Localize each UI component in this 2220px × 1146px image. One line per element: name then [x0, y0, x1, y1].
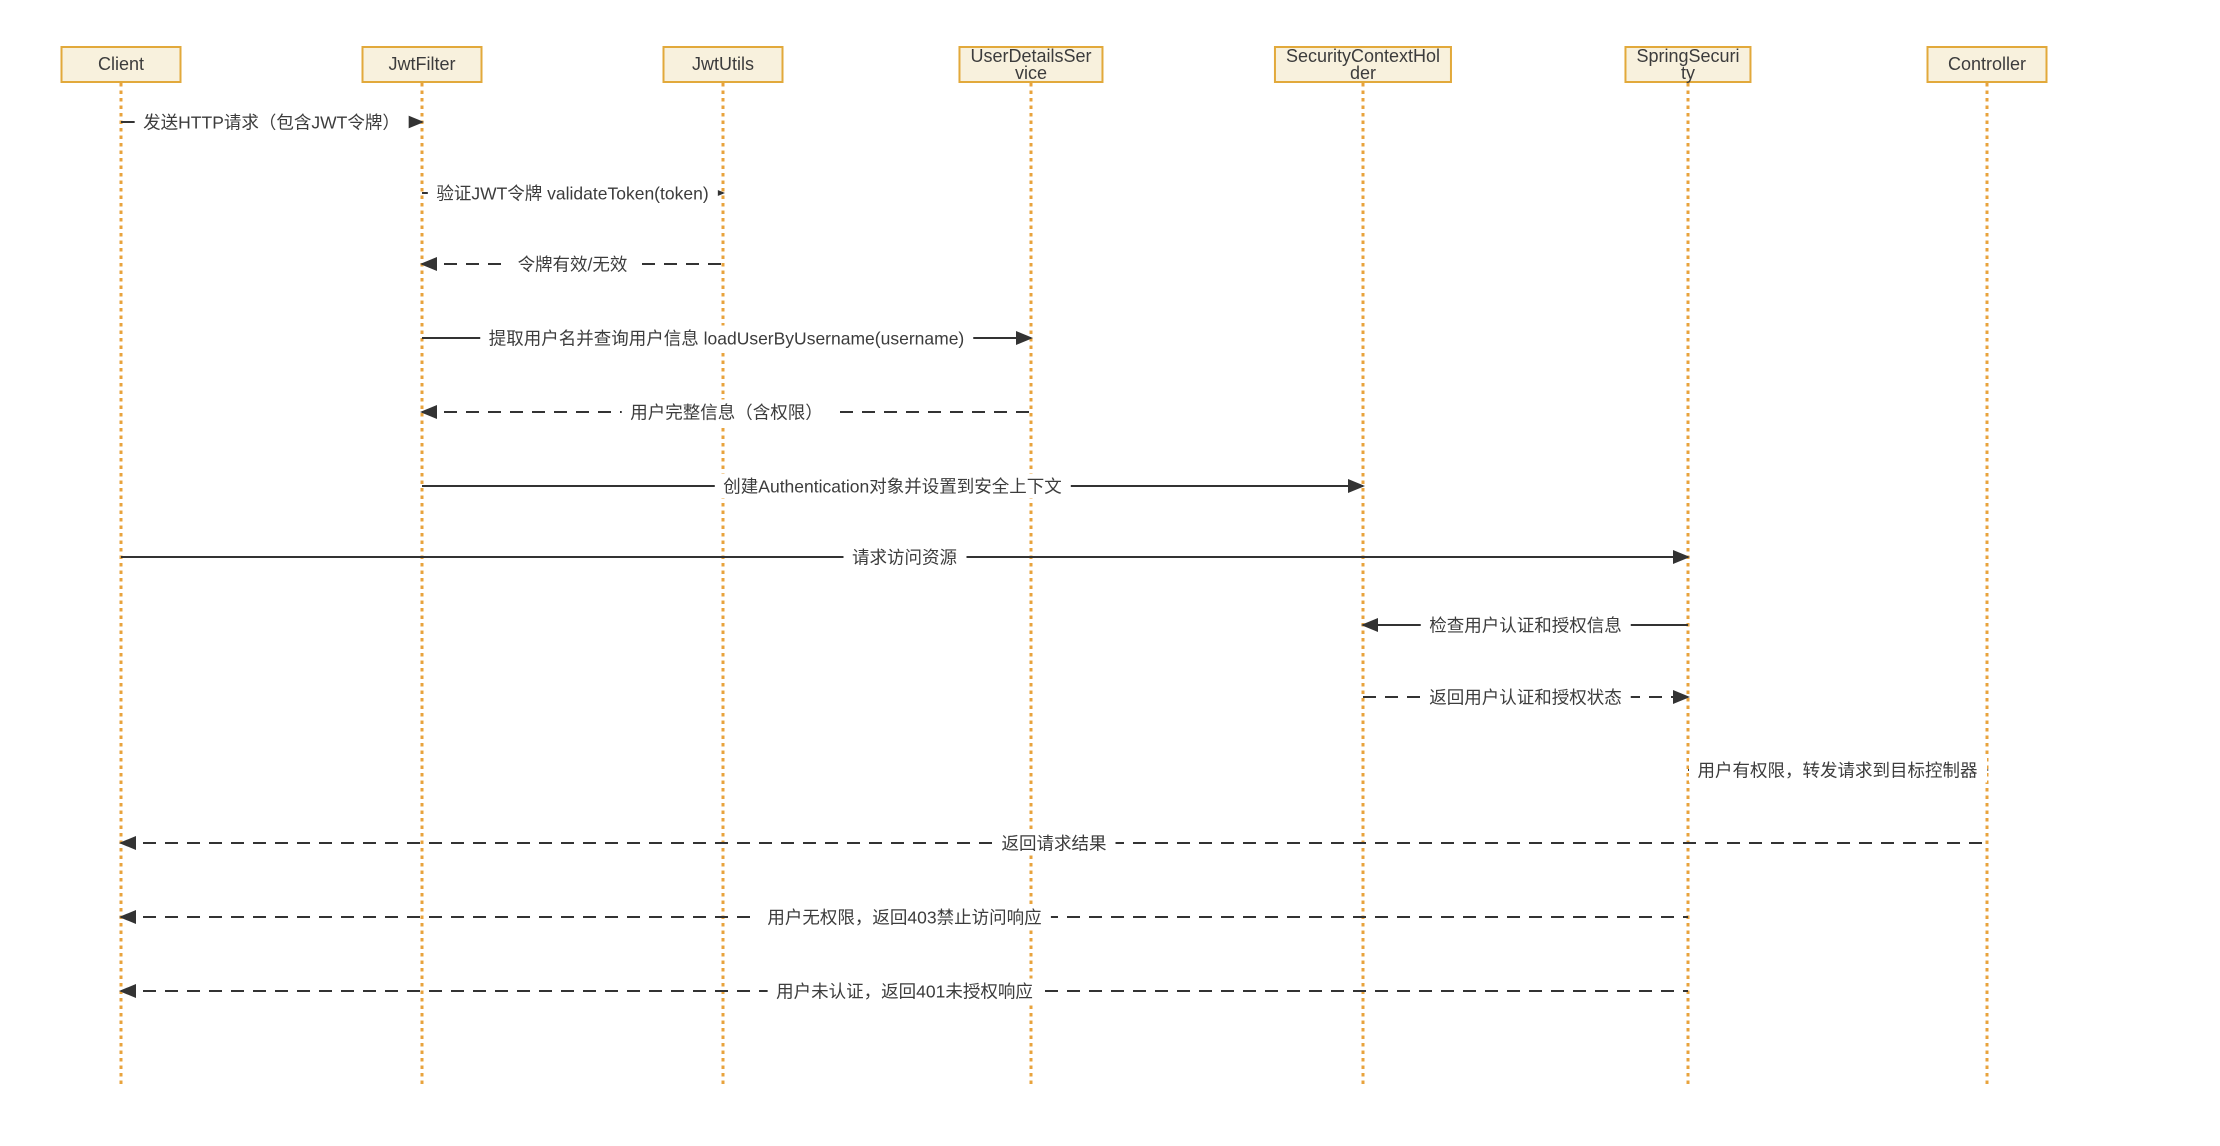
lifeline-user-details-service: [1029, 83, 1033, 1086]
participant-label: Client: [97, 54, 145, 74]
arrow-head-left: [119, 836, 136, 850]
participant-label: SecurityContextHol der: [1285, 45, 1441, 83]
arrow-head-left: [119, 984, 136, 998]
arrow-head-left: [420, 257, 437, 271]
arrow-head-right: [407, 115, 424, 129]
participant-controller: Controller: [1926, 46, 2048, 83]
lifeline-client: [119, 83, 123, 1086]
message-label: 用户完整信息（含权限）: [621, 399, 832, 425]
message-label: 返回请求结果: [992, 830, 1116, 856]
message-label: 用户有权限，转发请求到目标控制器: [1688, 757, 1987, 783]
message-label: 请求访问资源: [843, 544, 966, 570]
message-label: 返回用户认证和授权状态: [1420, 684, 1631, 710]
arrow-head-right: [1673, 550, 1690, 564]
participant-label: JwtFilter: [388, 54, 456, 74]
arrow-head-right: [1348, 479, 1365, 493]
arrow-head-left: [420, 405, 437, 419]
participant-jwt-utils: JwtUtils: [662, 46, 784, 83]
message-label: 令牌有效/无效: [508, 251, 637, 277]
participant-label: SpringSecuri ty: [1636, 45, 1740, 83]
participant-spring-security: SpringSecuri ty: [1624, 45, 1752, 83]
participant-security-context-holder: SecurityContextHol der: [1273, 45, 1453, 83]
lifeline-controller: [1985, 83, 1989, 1086]
lifeline-jwt-filter: [420, 83, 424, 1086]
arrow-head-right: [1016, 331, 1033, 345]
lifeline-security-context-holder: [1361, 83, 1365, 1086]
lifeline-spring-security: [1686, 83, 1690, 1086]
message-label: 用户未认证，返回401未授权响应: [767, 978, 1042, 1004]
message-label: 用户无权限，返回403禁止访问响应: [758, 904, 1051, 930]
message-label: 提取用户名并查询用户信息 loadUserByUsername(username…: [479, 325, 974, 351]
lifeline-jwt-utils: [721, 83, 725, 1086]
participant-label: JwtUtils: [692, 54, 754, 74]
participant-jwt-filter: JwtFilter: [361, 46, 483, 83]
participant-label: UserDetailsSer vice: [970, 45, 1092, 83]
message-label: 验证JWT令牌 validateToken(token): [427, 180, 718, 206]
participant-label: Controller: [1947, 54, 2027, 74]
message-label: 检查用户认证和授权信息: [1420, 612, 1631, 638]
arrow-head-right: [1673, 690, 1690, 704]
message-label: 创建Authentication对象并设置到安全上下文: [714, 473, 1071, 499]
participant-user-details-service: UserDetailsSer vice: [958, 45, 1104, 83]
arrow-head-left: [119, 910, 136, 924]
message-label: 发送HTTP请求（包含JWT令牌）: [134, 109, 409, 135]
participant-client: Client: [60, 46, 182, 83]
arrow-head-left: [1361, 618, 1378, 632]
